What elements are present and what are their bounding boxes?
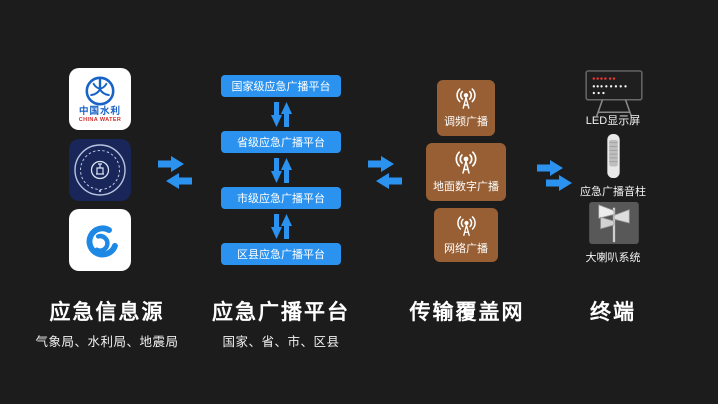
terminal-label-led: LED显示屏 — [585, 115, 641, 127]
network-node-label: 网络广播 — [444, 242, 488, 255]
network-node-internet: 网络广播 — [434, 208, 498, 262]
platform-box-county: 区县应急广播平台 — [221, 243, 341, 265]
column-title-platforms: 应急广播平台 — [212, 301, 350, 324]
earthquake-seal-logo — [69, 139, 131, 201]
government-seal-icon — [69, 139, 131, 201]
speaker-column-icon — [604, 133, 623, 179]
platform-box-national: 国家级应急广播平台 — [221, 75, 341, 97]
broadcast-antenna-icon — [455, 215, 478, 238]
network-node-label: 地面数字广播 — [433, 181, 499, 193]
column-title-sources: 应急信息源 — [49, 301, 165, 324]
china-water-label-en: CHINA WATER — [78, 116, 122, 123]
column-subtitle-platforms: 国家、省、市、区县 — [222, 335, 340, 349]
arrow-right-icon — [546, 175, 572, 191]
column-subtitle-sources: 气象局、水利局、地震局 — [35, 335, 179, 349]
led-screen-icon — [585, 70, 643, 118]
arrow-right-icon — [158, 156, 184, 172]
platform-box-provincial: 省级应急广播平台 — [221, 131, 341, 153]
arrow-right-icon — [537, 160, 563, 176]
arrow-up-down-icon — [271, 214, 292, 239]
broadcast-antenna-icon — [453, 150, 479, 176]
terminal-label-column: 应急广播音柱 — [580, 186, 646, 198]
network-node-label: 调频广播 — [444, 116, 488, 128]
arrow-up-down-icon — [271, 158, 292, 183]
broadcast-antenna-icon — [454, 87, 478, 111]
arrow-right-icon — [368, 156, 394, 172]
arrow-left-icon — [166, 173, 192, 189]
platform-box-municipal: 市级应急广播平台 — [221, 187, 341, 209]
meteorology-logo — [69, 209, 131, 271]
network-node-fm: 调频广播 — [437, 80, 495, 136]
column-title-terminals: 终端 — [590, 301, 636, 324]
cloud-swirl-icon — [72, 212, 128, 268]
china-water-emblem-icon — [84, 75, 116, 107]
network-node-terrestrial-digital: 地面数字广播 — [426, 143, 506, 201]
china-water-label-cn: 中国水利 — [78, 106, 121, 118]
column-title-network: 传输覆盖网 — [409, 301, 525, 324]
arrow-left-icon — [376, 173, 402, 189]
terminal-label-horn: 大喇叭系统 — [585, 252, 641, 264]
horn-speaker-icon — [589, 202, 639, 244]
arrow-up-down-icon — [271, 102, 292, 127]
china-water-logo: 中国水利 CHINA WATER — [69, 68, 131, 130]
